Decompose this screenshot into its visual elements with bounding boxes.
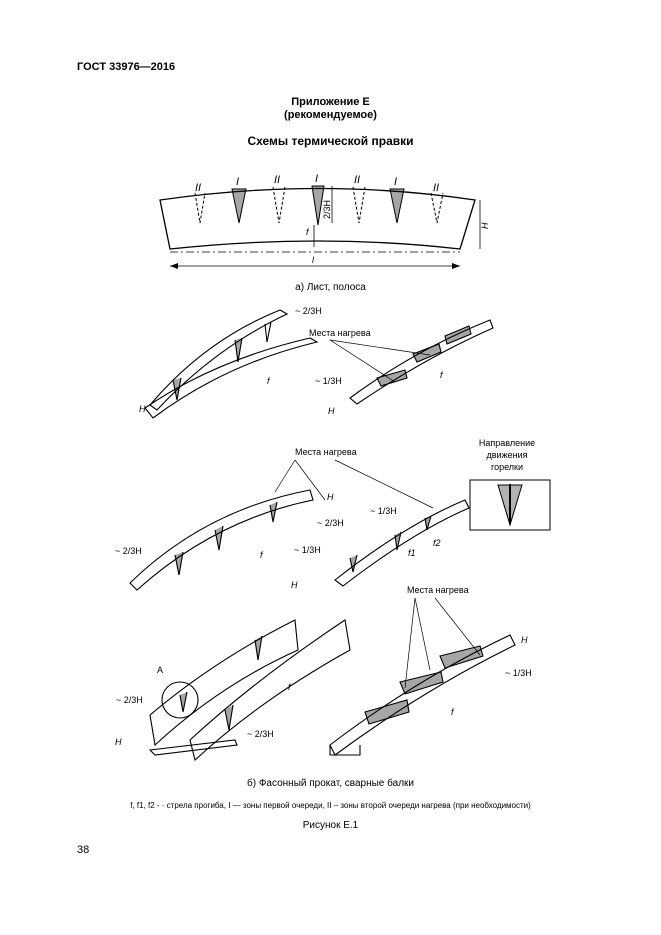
zone-label-6: I xyxy=(394,176,397,188)
dim-f: f xyxy=(306,227,310,237)
label-H-1: H xyxy=(139,404,146,414)
zone-label-3: II xyxy=(274,174,280,186)
torch-detail-box xyxy=(469,479,551,531)
section-heading: Схемы термической правки xyxy=(247,134,414,148)
label-23H-4: ~ 2/3H xyxy=(116,695,143,705)
heating-places-label-3: Места нагрева xyxy=(407,585,469,595)
label-13H-2: ~ 1/3H xyxy=(370,506,397,516)
torch-text-3: горелки xyxy=(491,462,523,472)
label-H-4: H xyxy=(291,580,298,590)
label-23H-5: ~ 2/3H xyxy=(247,729,274,739)
appendix-subtitle: (рекомендуемое) xyxy=(284,109,377,121)
zone-label-4: I xyxy=(315,173,318,185)
label-13H-3: ~ 1/3H xyxy=(294,545,321,555)
page-number: 38 xyxy=(77,844,90,856)
label-f-5: f xyxy=(451,707,455,717)
label-23H-3: ~ 2/3H xyxy=(317,518,344,528)
label-f-2: f xyxy=(440,370,444,380)
zone-label-7: II xyxy=(433,182,439,194)
label-H-3: H xyxy=(327,492,334,502)
zone-wedges xyxy=(194,185,444,226)
dim-2-3H: 2/3H xyxy=(322,200,332,219)
sheet-outline xyxy=(159,187,476,250)
label-13H-4: ~ 1/3H xyxy=(505,668,532,678)
label-f1: f1 xyxy=(408,548,416,558)
appendix-title: Приложение Е xyxy=(291,96,370,108)
document-header: ГОСТ 33976—2016 xyxy=(77,61,176,73)
torch-text-1: Направление xyxy=(479,438,535,448)
angle-middle-left xyxy=(129,489,314,591)
figure-a-sheet-diagram: II I II I II I II 2/3H f H l xyxy=(159,173,490,269)
label-23H-2: ~ 2/3H xyxy=(115,546,142,556)
caption-b: б) Фасонный прокат, сварные балки xyxy=(246,778,414,789)
label-23H-1: ~ 2/3H xyxy=(295,306,322,316)
label-f-4: f xyxy=(288,682,292,692)
heating-places-label-2: Места нагрева xyxy=(295,447,357,457)
dim-H: H xyxy=(480,222,490,229)
torch-text-2: движения xyxy=(487,450,528,460)
heating-places-label-1: Места нагрева xyxy=(309,328,371,338)
zone-label-1: II xyxy=(195,182,201,194)
welded-beam-bottom-left xyxy=(148,619,351,762)
label-H-5: H xyxy=(115,737,122,747)
detail-A-label: А xyxy=(157,665,163,675)
label-f-1: f xyxy=(267,376,271,386)
figure-b-profiles-diagram: ~ 2/3H f H Места нагрева ~ 1/3H f H Мест… xyxy=(115,306,551,762)
channel-bottom-right xyxy=(329,634,516,756)
label-H-6: H xyxy=(521,635,528,645)
label-13H-1: ~ 1/3H xyxy=(315,376,342,386)
figure-caption: Рисунок Е.1 xyxy=(302,820,359,831)
t-beam-top-left xyxy=(144,309,319,419)
label-f2: f2 xyxy=(433,538,441,548)
dim-l: l xyxy=(312,255,315,265)
label-H-2: H xyxy=(328,406,335,416)
caption-a: а) Лист, полоса xyxy=(295,282,366,293)
angle-middle-right xyxy=(334,499,470,587)
zone-label-5: II xyxy=(354,174,360,186)
channel-top-right xyxy=(349,319,494,405)
zone-label-2: I xyxy=(236,176,239,188)
label-f-3: f xyxy=(260,550,264,560)
legend-text: f, f1, f2 - · стрела прогиба, I — зоны п… xyxy=(130,801,531,810)
